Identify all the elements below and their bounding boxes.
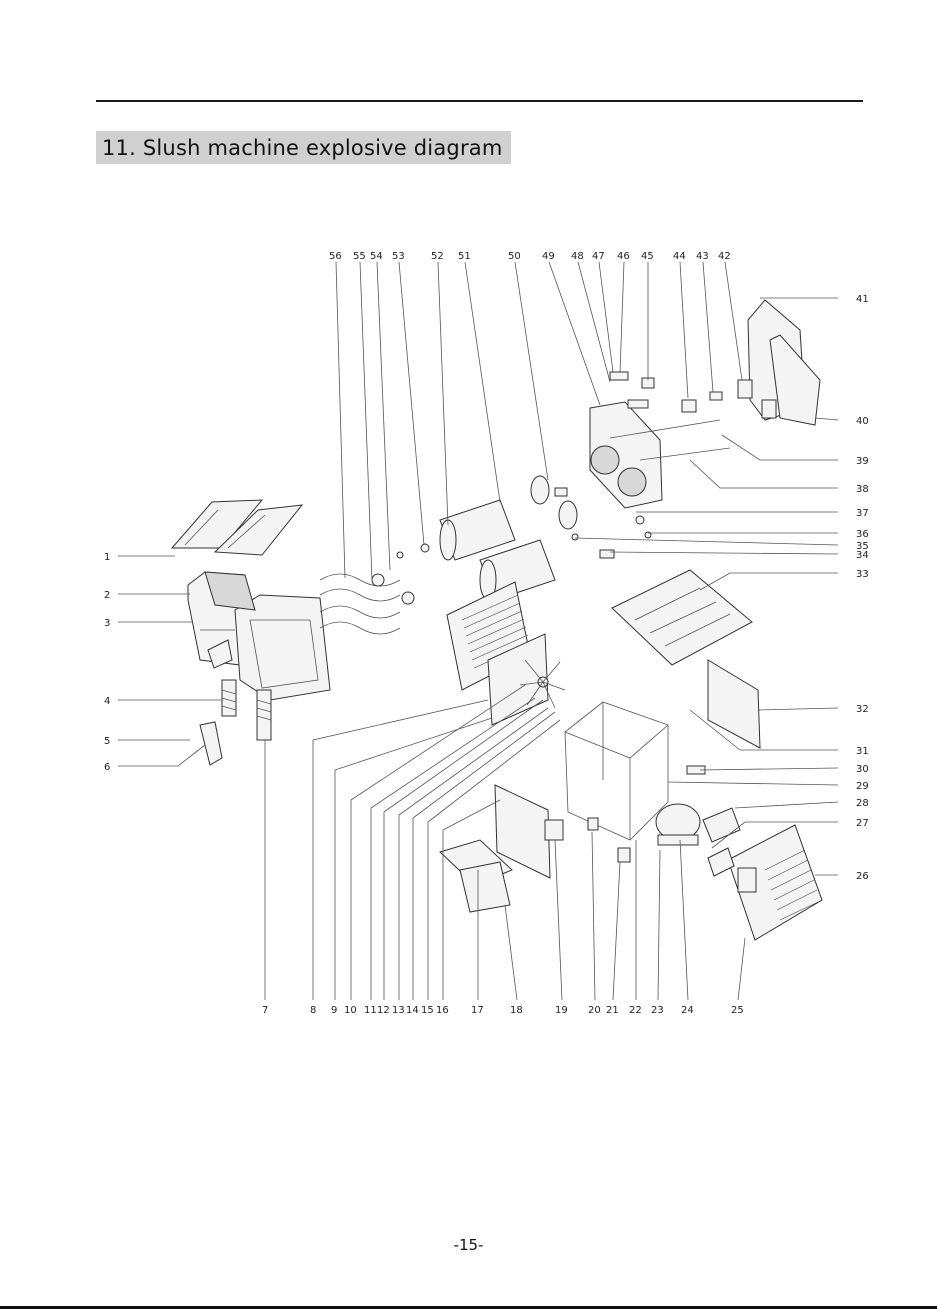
- part-label-34: 34: [856, 550, 869, 561]
- part-label-9: 9: [331, 1005, 337, 1016]
- part-label-37: 37: [856, 508, 869, 519]
- part-label-24: 24: [681, 1005, 694, 1016]
- part-label-12: 12: [377, 1005, 390, 1016]
- part-label-21: 21: [606, 1005, 619, 1016]
- part-label-39: 39: [856, 456, 869, 467]
- part-drip-tray-cover: [612, 570, 752, 665]
- part-label-42: 42: [718, 251, 731, 262]
- part-base-plate: [440, 785, 630, 912]
- part-label-55: 55: [353, 251, 366, 262]
- part-label-46: 46: [617, 251, 630, 262]
- bottom-labels: 7 8 9 10 11 12 13 14 15 16 17 18 19 20 2…: [262, 1005, 744, 1016]
- parts-artwork: [172, 300, 822, 940]
- part-bowl-lids: [172, 500, 302, 555]
- part-label-11: 11: [364, 1005, 377, 1016]
- part-label-20: 20: [588, 1005, 601, 1016]
- left-labels: 1 2 3 4 5 6: [104, 552, 110, 773]
- part-label-49: 49: [542, 251, 555, 262]
- part-label-52: 52: [431, 251, 444, 262]
- part-label-19: 19: [555, 1005, 568, 1016]
- part-label-6: 6: [104, 762, 110, 773]
- part-back-panels: [748, 300, 820, 425]
- top-labels: 56 55 54 53 52 51 50 49 48 47 46 45 44 4…: [329, 251, 731, 262]
- part-label-25: 25: [731, 1005, 744, 1016]
- part-label-13: 13: [392, 1005, 405, 1016]
- part-label-14: 14: [406, 1005, 419, 1016]
- footer-rule: [0, 1306, 937, 1309]
- part-label-43: 43: [696, 251, 709, 262]
- part-small-fittings: [555, 372, 776, 558]
- part-label-45: 45: [641, 251, 654, 262]
- part-front-panel: [703, 808, 822, 940]
- part-cylinders: [397, 476, 577, 600]
- part-label-27: 27: [856, 818, 869, 829]
- part-label-26: 26: [856, 871, 869, 882]
- part-label-7: 7: [262, 1005, 268, 1016]
- part-label-22: 22: [629, 1005, 642, 1016]
- part-label-51: 51: [458, 251, 471, 262]
- part-label-23: 23: [651, 1005, 664, 1016]
- right-labels: 41 40 39 38 37 36 35 34 33 32 31 30 29 2…: [856, 294, 869, 882]
- part-label-41: 41: [856, 294, 869, 305]
- page-number: -15-: [0, 1236, 937, 1254]
- part-label-40: 40: [856, 416, 869, 427]
- part-label-18: 18: [510, 1005, 523, 1016]
- part-label-33: 33: [856, 569, 869, 580]
- part-rear-housing: [590, 402, 662, 508]
- part-label-4: 4: [104, 696, 110, 707]
- part-label-56: 56: [329, 251, 342, 262]
- part-bowls: [188, 572, 330, 700]
- part-compressor: [656, 804, 700, 845]
- part-label-53: 53: [392, 251, 405, 262]
- part-label-30: 30: [856, 764, 869, 775]
- part-label-16: 16: [436, 1005, 449, 1016]
- part-label-2: 2: [104, 590, 110, 601]
- part-label-10: 10: [344, 1005, 357, 1016]
- part-label-50: 50: [508, 251, 521, 262]
- part-label-3: 3: [104, 618, 110, 629]
- part-label-47: 47: [592, 251, 605, 262]
- part-label-48: 48: [571, 251, 584, 262]
- part-label-28: 28: [856, 798, 869, 809]
- part-label-36: 36: [856, 529, 869, 540]
- part-label-5: 5: [104, 736, 110, 747]
- part-label-29: 29: [856, 781, 869, 792]
- part-label-15: 15: [421, 1005, 434, 1016]
- part-side-panel: [708, 660, 760, 748]
- part-label-1: 1: [104, 552, 110, 563]
- part-frame: [565, 702, 668, 840]
- part-label-31: 31: [856, 746, 869, 757]
- part-label-32: 32: [856, 704, 869, 715]
- part-augers: [320, 574, 414, 634]
- part-label-17: 17: [471, 1005, 484, 1016]
- part-label-38: 38: [856, 484, 869, 495]
- part-label-54: 54: [370, 251, 383, 262]
- part-label-44: 44: [673, 251, 686, 262]
- part-label-8: 8: [310, 1005, 316, 1016]
